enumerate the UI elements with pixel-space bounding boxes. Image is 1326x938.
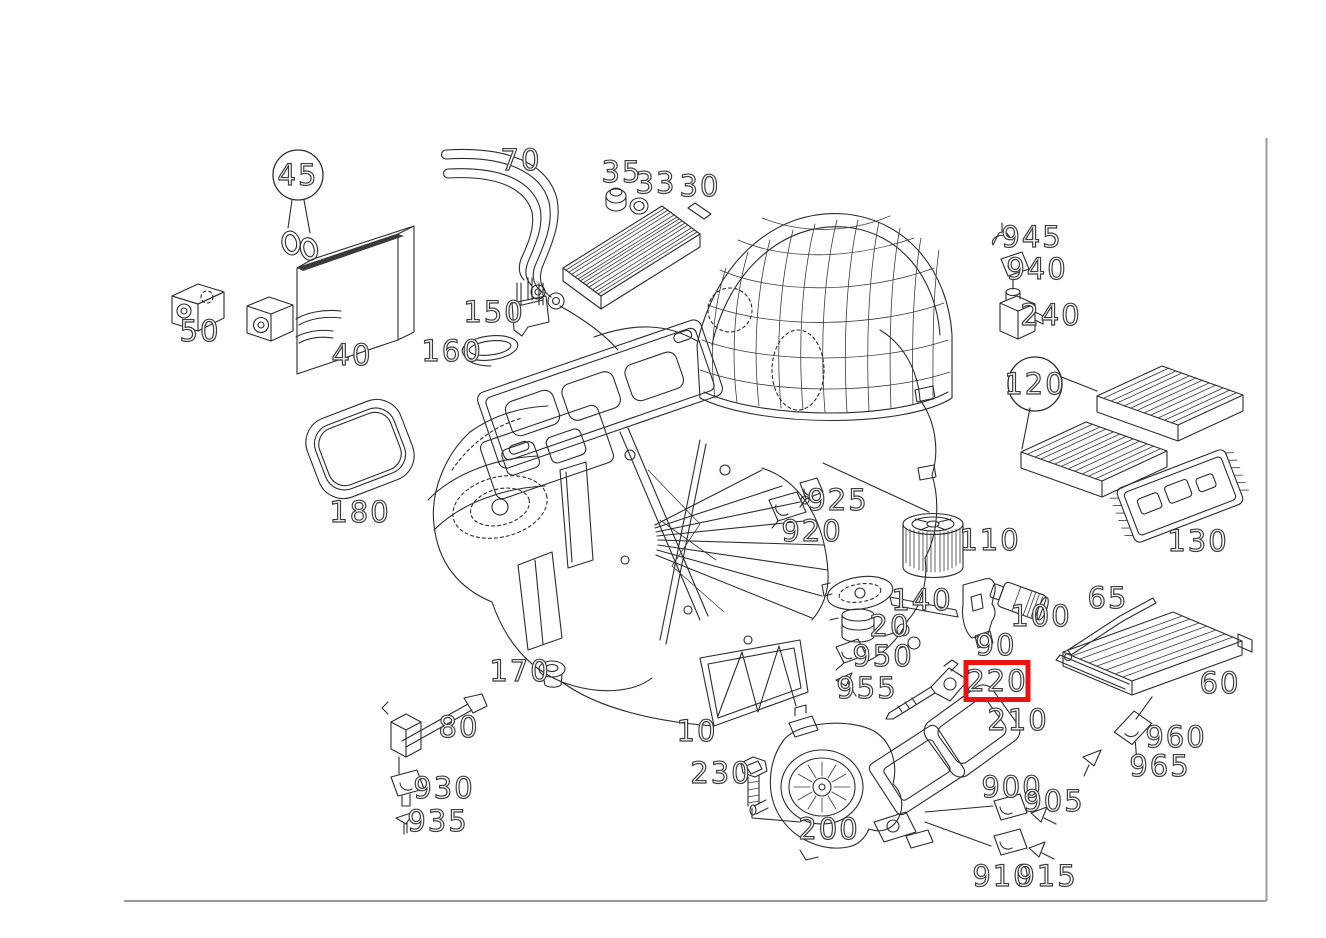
part-label-240[interactable]: 240	[1020, 297, 1081, 332]
part-150-drawing	[511, 277, 550, 337]
part-label-50[interactable]: 50	[179, 313, 221, 348]
part-label-935[interactable]: 935	[407, 803, 468, 838]
part-920-drawing	[768, 491, 807, 529]
part-80-drawing	[381, 693, 488, 775]
part-label-33[interactable]: 33	[635, 165, 677, 200]
part-900-drawing	[993, 793, 1028, 821]
part-label-210[interactable]: 210	[987, 702, 1048, 737]
part-910-drawing	[993, 828, 1028, 856]
part-20-drawing	[829, 608, 875, 643]
part-930-drawing	[390, 769, 425, 807]
housing-top-plate	[477, 319, 723, 469]
part-label-20[interactable]: 20	[869, 608, 911, 643]
part-label-965[interactable]: 965	[1129, 748, 1190, 783]
part-240-drawing	[999, 287, 1044, 340]
part-label-930[interactable]: 930	[413, 770, 474, 805]
part-label-910[interactable]: 910	[972, 858, 1033, 893]
part-905-drawing	[1030, 806, 1057, 825]
part-925-drawing	[799, 477, 824, 508]
part-33-drawing	[629, 197, 649, 215]
part-45-drawing	[281, 199, 319, 261]
part-140-drawing	[821, 575, 959, 618]
part-60-drawing	[1055, 611, 1253, 720]
part-label-100[interactable]: 100	[1010, 598, 1071, 633]
part-100-drawing	[989, 581, 1049, 621]
part-label-180[interactable]: 180	[329, 494, 390, 529]
part-label-40[interactable]: 40	[331, 337, 373, 372]
part-940-drawing	[1000, 251, 1030, 290]
part-180-drawing	[305, 398, 415, 500]
housing-lower-duct	[699, 639, 809, 727]
part-170-drawing	[538, 660, 566, 688]
part-label-960[interactable]: 960	[1145, 719, 1206, 754]
part-label-200[interactable]: 200	[798, 811, 859, 846]
part-label-120[interactable]: 120	[1004, 366, 1065, 401]
part-label-35[interactable]: 35	[601, 154, 643, 189]
part-230-drawing	[740, 756, 801, 823]
part-label-230[interactable]: 230	[690, 755, 751, 790]
part-label-110[interactable]: 110	[959, 522, 1020, 557]
callout-circle-45	[272, 149, 324, 201]
part-label-920[interactable]: 920	[781, 513, 842, 548]
part-label-60[interactable]: 60	[1199, 665, 1241, 700]
part-label-220[interactable]: 220	[966, 663, 1027, 698]
part-50-drawing	[171, 283, 225, 332]
page-frame	[124, 138, 1268, 902]
part-label-150[interactable]: 150	[463, 294, 524, 329]
part-40-drawing	[246, 225, 415, 375]
part-110-drawing	[902, 512, 964, 579]
part-label-915[interactable]: 915	[1016, 858, 1077, 893]
part-label-90[interactable]: 90	[975, 627, 1017, 662]
part-label-80[interactable]: 80	[438, 709, 480, 744]
part-label-30[interactable]: 30	[679, 168, 721, 203]
part-200-drawing	[749, 704, 994, 861]
part-label-925[interactable]: 925	[807, 482, 868, 517]
part-label-945[interactable]: 945	[1001, 219, 1062, 254]
part-160-drawing	[461, 335, 519, 367]
part-label-160[interactable]: 160	[421, 333, 482, 368]
part-label-70[interactable]: 70	[500, 142, 542, 177]
highlight-box	[963, 660, 1031, 702]
part-965-drawing	[1082, 749, 1102, 777]
part-label-140[interactable]: 140	[891, 582, 952, 617]
part-30-drawing	[562, 202, 712, 310]
part-label-130[interactable]: 130	[1167, 523, 1228, 558]
part-label-905[interactable]: 905	[1023, 783, 1084, 818]
part-950-drawing	[835, 638, 867, 671]
part-120-filters-drawing	[1020, 365, 1244, 498]
part-label-10[interactable]: 10	[676, 713, 718, 748]
callout-circle-120	[1007, 356, 1063, 412]
line-art	[171, 148, 1253, 861]
housing-body	[427, 405, 829, 727]
part-935-drawing	[395, 811, 415, 835]
part-960-drawing	[1113, 710, 1153, 756]
part-220-drawing	[885, 659, 969, 720]
part-945-drawing	[991, 222, 1013, 246]
part-label-170[interactable]: 170	[489, 653, 550, 688]
part-label-900[interactable]: 900	[981, 769, 1042, 804]
part-label-65[interactable]: 65	[1087, 580, 1129, 615]
housing-lower-tray	[479, 404, 615, 500]
part-210-drawing	[923, 684, 1021, 778]
housing-dome	[593, 213, 953, 421]
housing-right-side	[865, 329, 938, 663]
part-955-drawing	[835, 672, 857, 697]
part-70-drawing	[440, 148, 619, 351]
part-label-940[interactable]: 940	[1006, 251, 1067, 286]
part-90-drawing	[961, 578, 996, 649]
part-130-drawing	[1109, 449, 1249, 543]
part-label-955[interactable]: 955	[836, 670, 897, 705]
part-915-drawing	[1028, 841, 1055, 860]
part-label-45[interactable]: 45	[277, 157, 319, 192]
leader-110	[822, 462, 930, 513]
part-35-drawing	[605, 187, 627, 212]
part-label-950[interactable]: 950	[852, 638, 913, 673]
